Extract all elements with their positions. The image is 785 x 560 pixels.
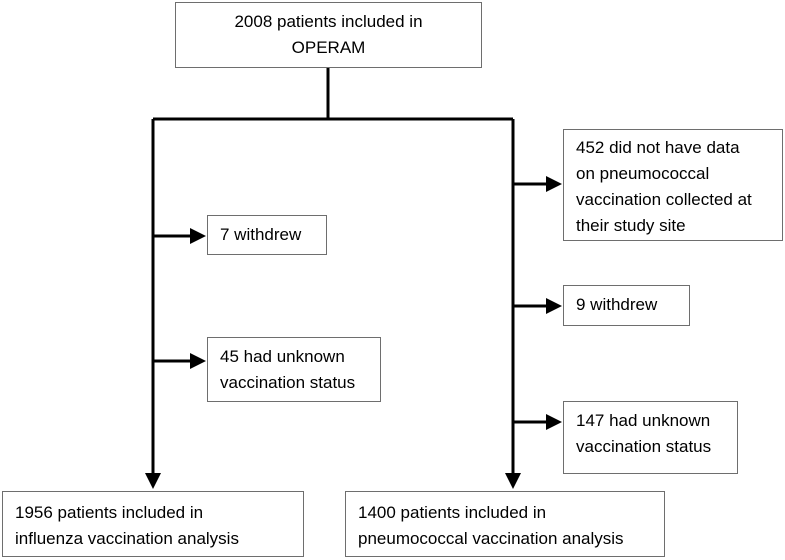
arrowhead-left-final	[145, 473, 161, 489]
box-right-withdrew-text: 9 withdrew	[576, 295, 658, 314]
box-pneumococcal-analysis-text: 1400 patients included in pneumococcal v…	[358, 503, 624, 548]
arrowhead-right-withdrew	[546, 298, 562, 314]
arrowhead-left-unknown	[190, 353, 206, 369]
box-total-patients: 2008 patients included in OPERAM	[175, 2, 482, 68]
box-left-withdrew: 7 withdrew	[207, 215, 327, 255]
box-left-withdrew-text: 7 withdrew	[220, 225, 302, 244]
box-right-withdrew: 9 withdrew	[563, 285, 690, 326]
box-influenza-analysis-text: 1956 patients included in influenza vacc…	[15, 503, 239, 548]
box-total-patients-text: 2008 patients included in OPERAM	[234, 12, 423, 57]
box-right-unknown-status: 147 had unknown vaccination status	[563, 401, 738, 474]
box-influenza-analysis: 1956 patients included in influenza vacc…	[2, 491, 304, 557]
arrowhead-left-withdrew	[190, 228, 206, 244]
arrowhead-right-final	[505, 473, 521, 489]
box-right-unknown-status-text: 147 had unknown vaccination status	[576, 411, 712, 456]
arrowhead-right-nodata	[546, 176, 562, 192]
box-left-unknown-status: 45 had unknown vaccination status	[207, 337, 381, 402]
arrowhead-right-unknown	[546, 414, 562, 430]
box-right-no-data-text: 452 did not have data on pneumococcal va…	[576, 138, 752, 235]
box-right-no-data: 452 did not have data on pneumococcal va…	[563, 129, 783, 241]
box-pneumococcal-analysis: 1400 patients included in pneumococcal v…	[345, 491, 665, 557]
box-left-unknown-status-text: 45 had unknown vaccination status	[220, 347, 356, 392]
